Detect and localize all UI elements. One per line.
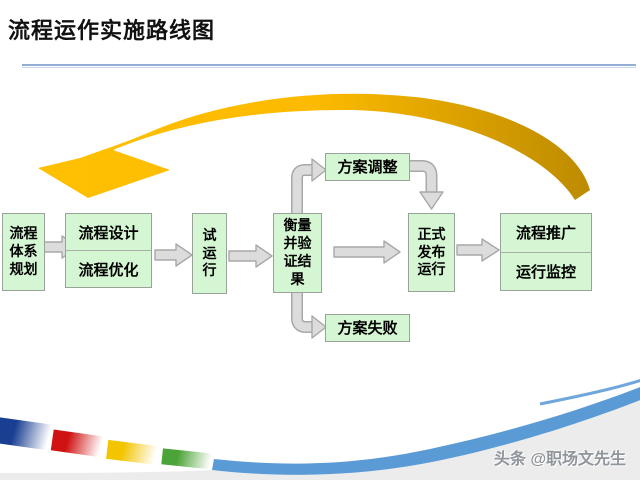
gold-return-arrow [38, 93, 590, 200]
footer-blue-swoosh [212, 387, 640, 475]
title-divider-line [22, 64, 636, 66]
arrow-measure-to-release [333, 240, 401, 264]
flow-box-trial-run: 试 运 行 [192, 213, 227, 294]
watermark-text: 头条 @职场文先生 [494, 451, 627, 468]
arrow-measure-to-adjust [291, 158, 327, 216]
arrow-release-to-promote [456, 238, 500, 262]
flow-cell-process-promotion: 流程推广 [515, 225, 576, 243]
flow-box-process-system-planning: 流程 体系 规划 [2, 213, 45, 291]
flow-box-plan-failure: 方案失败 [325, 314, 410, 342]
flow-cell-process-design: 流程设计 [78, 224, 139, 242]
arrow-measure-to-fail [291, 290, 327, 339]
arrow-adjust-to-release [407, 160, 444, 210]
arrow-trial-to-measure [228, 244, 273, 268]
flow-box-promote-monitor: 流程推广 运行监控 [500, 213, 592, 291]
flow-box-measure-verify-results: 衡量 并验 证结 果 [273, 213, 322, 293]
flow-box-plan-adjustment: 方案调整 [325, 153, 410, 181]
footer-accent-line [539, 378, 640, 406]
flow-cell-process-optimize: 流程优化 [66, 250, 151, 287]
title-divider-line-light [22, 67, 636, 68]
slide-title: 流程运作实施路线图 [8, 18, 216, 43]
footer-gray-area [0, 400, 640, 480]
flow-box-official-release-run: 正式 发布 运行 [408, 213, 455, 292]
flow-box-design-optimize: 流程设计 流程优化 [65, 213, 152, 288]
flow-cell-operation-monitoring: 运行监控 [501, 251, 591, 291]
arrow-design-to-trial [154, 243, 193, 267]
